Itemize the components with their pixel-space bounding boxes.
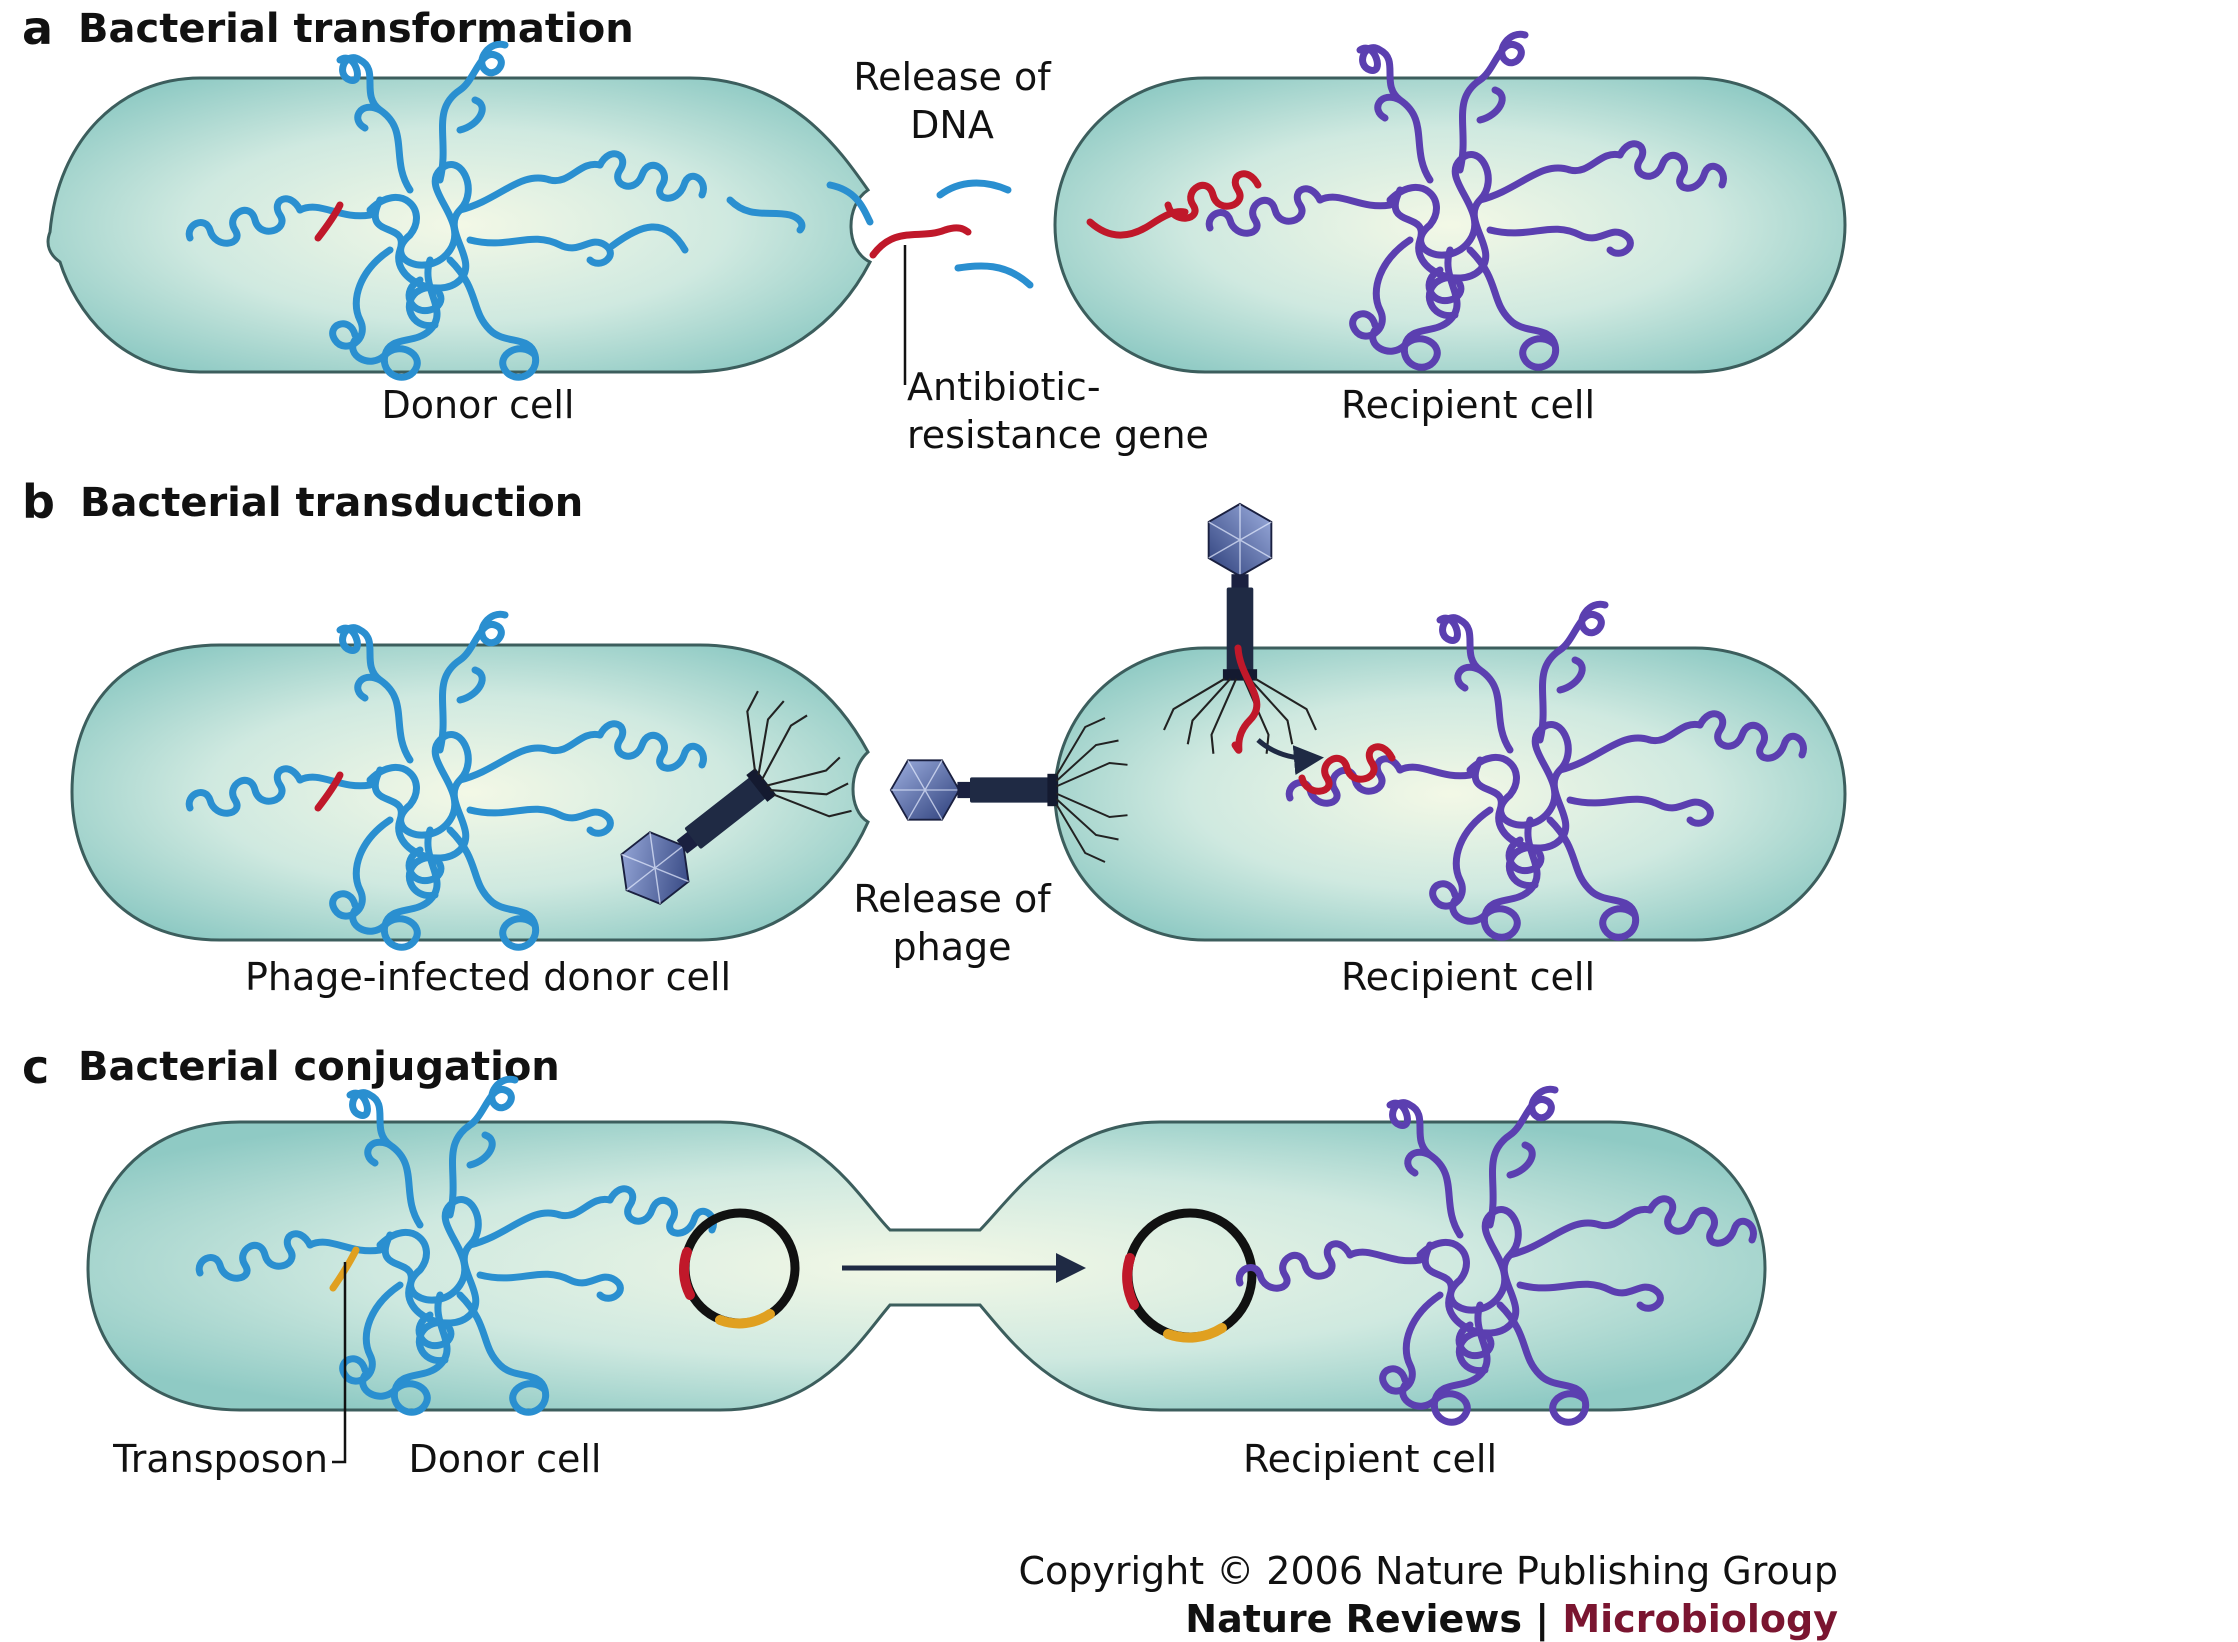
donor-cell-label-a: Donor cell <box>382 383 575 427</box>
dna-fragment <box>726 196 806 234</box>
donor-resistance-gene-b <box>314 771 344 812</box>
recipient-cell-a <box>1053 76 1847 374</box>
journal-section: Microbiology <box>1562 1597 1838 1641</box>
journal-name: Nature Reviews <box>1185 1597 1522 1641</box>
antibiotic-gene-label-2: resistance gene <box>907 413 1209 457</box>
recipient-cell-label-b: Recipient cell <box>1341 955 1595 999</box>
donor-cell-label-b: Phage-infected donor cell <box>245 955 731 999</box>
donor-plasmid-transposon-segment <box>715 1309 775 1329</box>
transposon-leader-line <box>332 1262 347 1464</box>
injected-resistance-gene <box>1231 644 1261 754</box>
transposon-label: Transposon <box>112 1437 328 1481</box>
dna-fragment <box>608 223 689 254</box>
panel-c-letter: c <box>22 1040 49 1094</box>
recipient-cell-b <box>1053 646 1847 942</box>
integrated-resistance-gene-a <box>1164 170 1262 222</box>
donor-cell-a <box>46 76 873 374</box>
donor-plasmid-resistance-segment <box>679 1247 695 1300</box>
recipient-cell-label-a: Recipient cell <box>1341 383 1595 427</box>
donor-resistance-gene-a <box>314 201 344 242</box>
dna-fragment <box>826 181 874 226</box>
release-of-dna-label-1: Release of <box>853 55 1052 99</box>
journal-separator: | <box>1522 1597 1562 1642</box>
release-of-dna-label-2: DNA <box>910 103 994 147</box>
panel-a-title: Bacterial transformation <box>78 6 634 52</box>
recipient-plasmid-transposon-segment <box>1163 1323 1227 1343</box>
antibiotic-gene-label-1: Antibiotic- <box>907 365 1101 409</box>
recipient-cell-label-c: Recipient cell <box>1243 1437 1497 1481</box>
panel-c-title: Bacterial conjugation <box>78 1044 560 1090</box>
journal-credit: Nature Reviews | Microbiology <box>1185 1597 1838 1642</box>
donor-cell-label-c: Donor cell <box>409 1437 602 1481</box>
released-resistance-gene <box>869 224 972 259</box>
release-of-phage-label-1: Release of <box>853 877 1052 921</box>
integrated-resistance-gene-b <box>1298 743 1396 795</box>
recipient-plasmid-resistance-segment <box>1122 1253 1139 1310</box>
panel-b-title: Bacterial transduction <box>80 480 583 526</box>
dna-fragment <box>954 262 1034 289</box>
integration-arrow <box>1256 738 1324 776</box>
copyright-notice: Copyright © 2006 Nature Publishing Group <box>1018 1549 1838 1593</box>
dna-fragment <box>936 179 1012 199</box>
panel-a-letter: a <box>22 1 53 55</box>
release-of-phage-label-2: phage <box>893 925 1012 969</box>
panel-b-letter: b <box>22 475 55 529</box>
